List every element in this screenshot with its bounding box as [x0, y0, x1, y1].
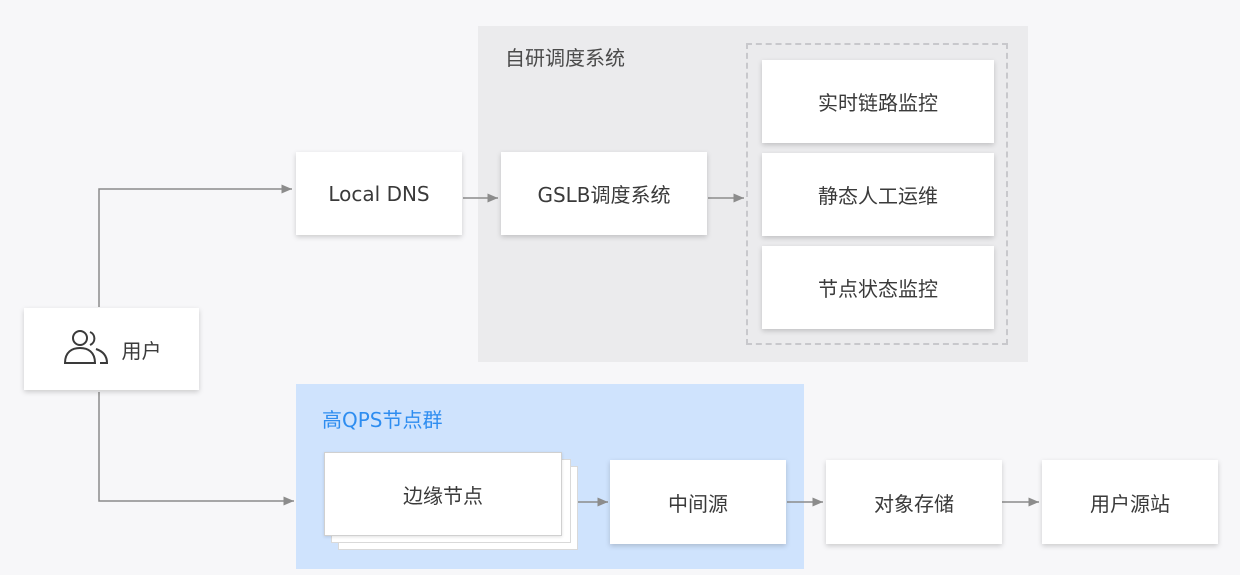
static-manual-ops-node: 静态人工运维	[762, 153, 994, 236]
user-node: 用户	[24, 308, 199, 390]
high-qps-label: 高QPS节点群	[322, 408, 443, 432]
scheduler-system-label: 自研调度系统	[505, 46, 625, 70]
node-status-monitor-node: 节点状态监控	[762, 246, 994, 329]
user-origin-node: 用户源站	[1042, 460, 1218, 544]
object-storage-node: 对象存储	[826, 460, 1002, 544]
connector-user-to-edge	[98, 392, 294, 506]
edge-node: 边缘节点	[324, 452, 562, 536]
user-label: 用户	[121, 338, 162, 363]
users-icon	[62, 327, 110, 372]
middle-origin-node: 中间源	[610, 460, 786, 544]
gslb-node: GSLB调度系统	[501, 152, 707, 235]
local-dns-node: Local DNS	[296, 152, 462, 235]
monitoring-group	[746, 43, 1008, 345]
realtime-link-monitor-node: 实时链路监控	[762, 60, 994, 143]
connector-user-to-dns	[98, 184, 292, 307]
